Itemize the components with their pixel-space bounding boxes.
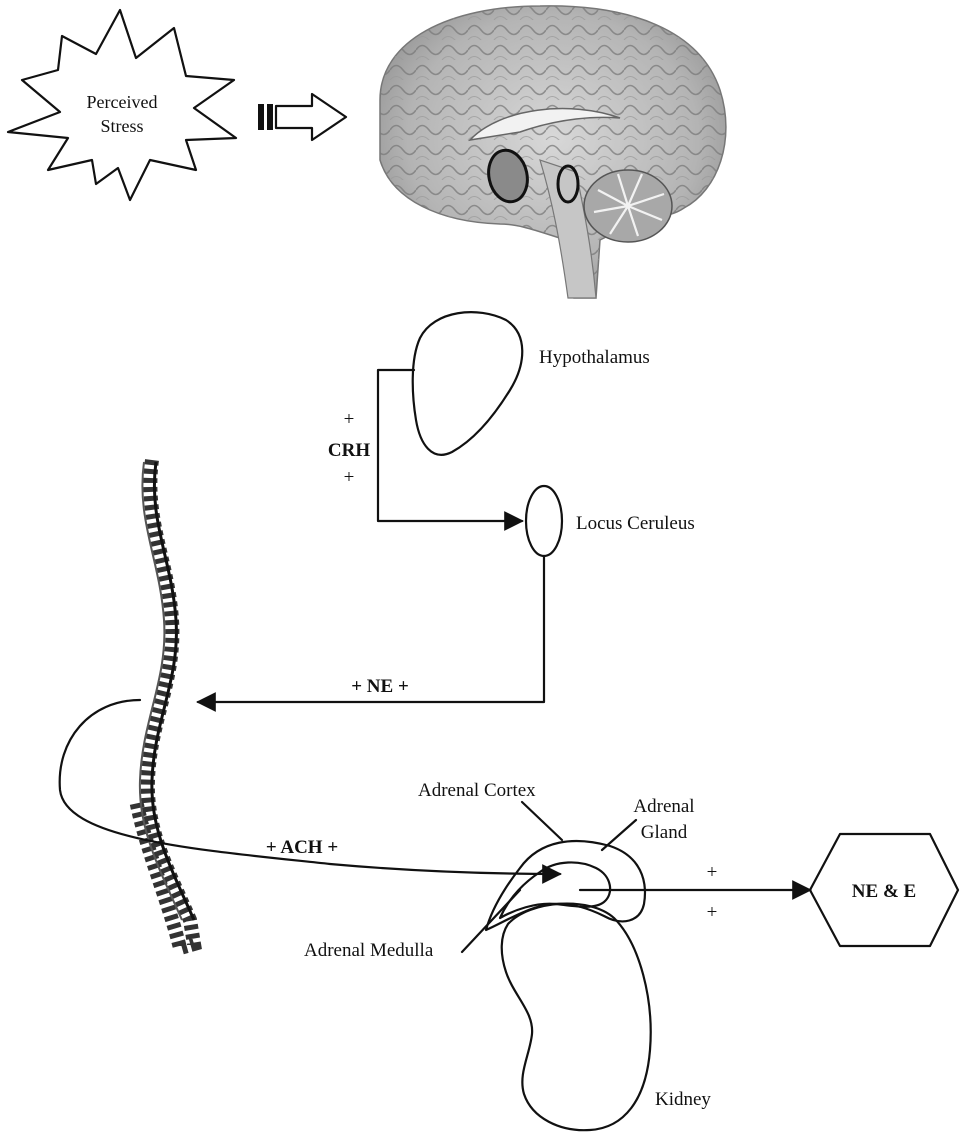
locus-ceruleus-label: Locus Ceruleus xyxy=(576,513,695,534)
locus-ceruleus-shape xyxy=(526,486,562,556)
ne-signal-label: + NE + xyxy=(351,676,409,697)
adrenal-gland-outer xyxy=(486,841,645,930)
kidney-shape xyxy=(502,904,651,1131)
kidney-label: Kidney xyxy=(655,1089,711,1110)
stress-starburst: Perceived Stress xyxy=(8,10,236,200)
spine-icon xyxy=(136,460,194,948)
adrenal-gland-pointer xyxy=(602,820,636,850)
hypothalamus-shape xyxy=(413,312,523,455)
crh-plus-top: + xyxy=(344,409,355,430)
stress-label-line1: Perceived xyxy=(87,92,158,112)
adrenal-cortex-label: Adrenal Cortex xyxy=(418,780,536,801)
crh-pathway xyxy=(378,370,522,521)
adrenal-medulla-label: Adrenal Medulla xyxy=(304,940,434,961)
block-arrow-icon xyxy=(258,94,346,140)
crh-plus-bottom: + xyxy=(344,467,355,488)
hypothalamus-label: Hypothalamus xyxy=(539,347,650,368)
crh-label: CRH xyxy=(328,440,370,461)
stress-label-line2: Stress xyxy=(100,116,143,136)
ach-signal-label: + ACH + xyxy=(266,837,338,858)
adrenal-gland-label-line2: Gland xyxy=(641,822,688,843)
ne-e-label: NE & E xyxy=(852,881,916,902)
brain-sagittal-icon xyxy=(380,6,726,298)
adrenal-cortex-pointer xyxy=(522,802,562,840)
adrenal-gland-label-line1: Adrenal xyxy=(633,796,694,817)
output-plus-top: + xyxy=(707,862,718,883)
output-plus-bottom: + xyxy=(707,902,718,923)
